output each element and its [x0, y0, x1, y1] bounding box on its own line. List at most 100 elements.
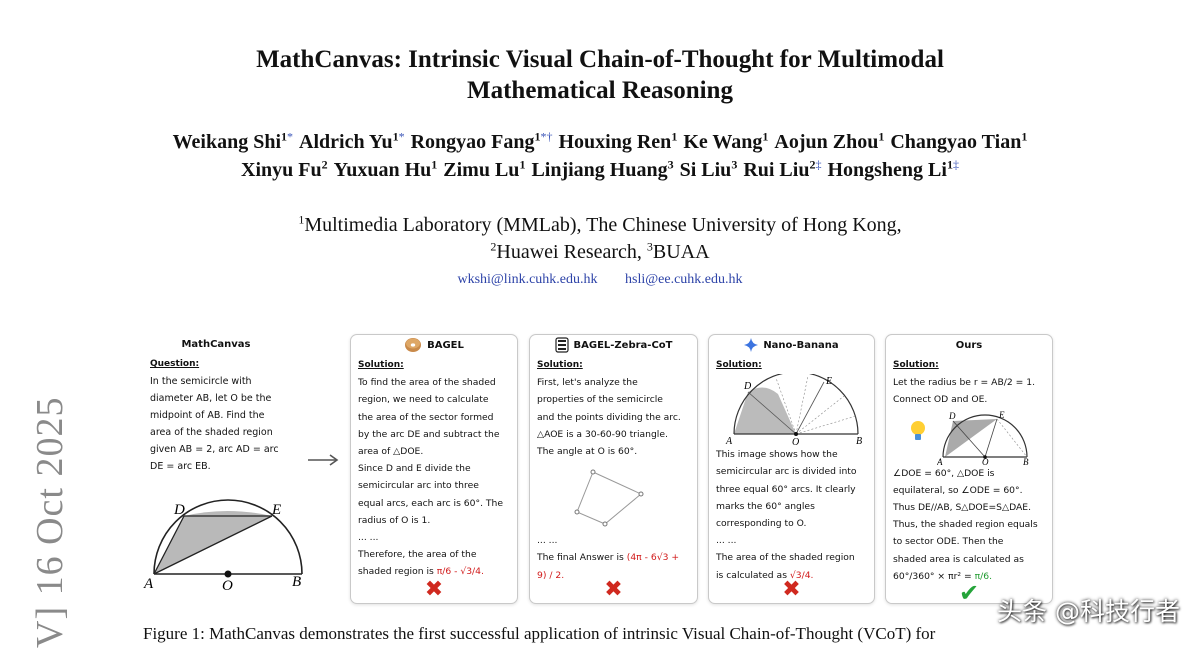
- affil-sup-2: 2: [490, 239, 497, 254]
- nano-label-e: E: [825, 376, 832, 387]
- question-line: DE = arc EB.: [150, 461, 211, 472]
- author-affil-sup: 1: [519, 157, 526, 172]
- solution-line: and the points dividing the arc.: [537, 411, 681, 423]
- nano-label-a: A: [725, 436, 733, 446]
- solution-line: ∠DOE = 60°, △DOE is: [893, 467, 995, 479]
- affil-sup-1: 1: [298, 212, 305, 227]
- wrong-answer-cont: 9) / 2.: [537, 569, 565, 581]
- shaded-region: [154, 511, 272, 574]
- solution-line: Thus DE//AB, S△DOE=S△DAE.: [893, 502, 1031, 514]
- ours-diagram-row: D E A O B: [893, 409, 1045, 465]
- ours-diagram: D E A O B: [937, 410, 1029, 465]
- solution-line: equilateral, so ∠ODE = 60°.: [893, 484, 1023, 496]
- solution-line: semicircular arc into three: [358, 480, 479, 492]
- nano-label-o: O: [792, 437, 799, 446]
- solution-line: ... ...: [537, 535, 558, 547]
- semicircle-arc: [153, 499, 303, 575]
- author-name: Ke Wang1: [683, 130, 768, 153]
- point-label-a: A: [143, 576, 154, 592]
- author-affil-sup: 1: [431, 157, 438, 172]
- author-name-text: Ke Wang: [683, 131, 763, 153]
- solution-final-line: shaded region is π/6 - √3/4.: [358, 563, 510, 580]
- question-line: midpoint of AB. Find the: [150, 410, 265, 421]
- author-name: Houxing Ren1: [559, 130, 678, 153]
- author-mark: *†: [540, 129, 553, 144]
- correct-answer: π/6.: [974, 570, 992, 582]
- solution-line: Therefore, the area of the: [358, 549, 477, 561]
- author-name: Hongsheng Li1‡: [827, 158, 958, 181]
- wrong-answer: √3/4.: [789, 569, 814, 581]
- author-name: Aojun Zhou1: [774, 129, 885, 153]
- nano-diagram: D E A O B: [725, 374, 862, 446]
- ours-label-d: D: [948, 411, 956, 421]
- author-name-text: Weikang Shi: [172, 131, 282, 153]
- question-line: In the semicircle with: [150, 376, 252, 387]
- point-label-b: B: [292, 574, 301, 590]
- right-arrow-icon: [308, 454, 339, 466]
- email-link[interactable]: hsli@ee.cuhk.edu.hk: [625, 272, 743, 287]
- sparkle-icon: [744, 338, 759, 352]
- solution-line: area of △DOE.: [358, 446, 424, 458]
- author-affil-sup: 1: [392, 129, 399, 144]
- ours-label-e: E: [998, 410, 1005, 420]
- question-line: given AB = 2, arc AD = arc: [150, 444, 279, 455]
- zebra-name: BAGEL-Zebra-CoT: [573, 340, 673, 351]
- nano-header: Nano-Banana: [716, 335, 867, 357]
- solution-final-line: is calculated as √3/4.: [716, 567, 867, 584]
- zebra-icon: [554, 337, 569, 353]
- solution-line: to sector ODE. Then the: [893, 536, 1004, 548]
- ours-header: Ours: [955, 340, 983, 351]
- final-prefix: is calculated as: [716, 569, 790, 581]
- solution-line: ... ...: [716, 535, 737, 547]
- author-affil-sup: 2: [321, 157, 328, 172]
- authors-line-1: Weikang Shi1*Aldrich Yu1*Rongyao Fang1*†…: [0, 128, 1200, 156]
- title-line-1: MathCanvas: Intrinsic Visual Chain-of-Th…: [256, 46, 944, 73]
- wrong-x-icon: ✖: [424, 577, 444, 602]
- author-list: Weikang Shi1*Aldrich Yu1*Rongyao Fang1*†…: [0, 128, 1200, 184]
- solution-line: ... ...: [358, 532, 379, 544]
- solution-line: properties of the semicircle: [537, 394, 663, 406]
- author-affil-sup: 1: [878, 129, 885, 144]
- bagel-card: BAGEL Solution: To find the area of the …: [350, 334, 518, 604]
- author-affil-sup: 2: [809, 157, 816, 172]
- author-affil-sup: 1: [1021, 129, 1028, 144]
- lightbulb-icon: [911, 420, 925, 440]
- solution-line: corresponding to O.: [716, 518, 807, 530]
- check-icon: ✔: [958, 579, 980, 607]
- author-name-text: Xinyu Fu: [241, 159, 322, 181]
- author-name-text: Changyao Tian: [890, 131, 1022, 153]
- solution-label: Solution:: [537, 360, 583, 370]
- email-link[interactable]: wkshi@link.cuhk.edu.hk: [457, 272, 598, 287]
- solution-line: Thus, the shaded region equals: [893, 519, 1038, 531]
- solution-line: semicircular arc is divided into: [716, 466, 857, 478]
- author-name-text: Yuxuan Hu: [333, 159, 432, 181]
- author-name-text: Aldrich Yu: [299, 131, 393, 153]
- ours-card: Ours Solution: Let the radius be r = AB/…: [885, 334, 1053, 607]
- affil-2: Huawei Research,: [496, 241, 647, 263]
- solution-line: △AOE is a 30-60-90 triangle.: [537, 428, 668, 440]
- affil-1: Multimedia Laboratory (MMLab), The Chine…: [304, 214, 902, 236]
- nano-banana-card: Nano-Banana Solution: D E A O B This ima…: [708, 334, 875, 604]
- point-label-d: D: [173, 502, 185, 518]
- wrong-answer: π/6 - √3/4.: [436, 566, 484, 578]
- wrong-x-icon: ✖: [604, 577, 623, 602]
- author-name: Changyao Tian1: [890, 129, 1028, 153]
- solution-line: First, let's analyze the: [537, 377, 638, 389]
- final-prefix: The final Answer is: [537, 552, 627, 564]
- final-prefix: 60°/360° × πr² =: [893, 570, 975, 582]
- wrong-answer: (4π - 6√3 +: [626, 552, 680, 564]
- bagel-icon: [405, 338, 422, 352]
- question-label: Question:: [150, 359, 200, 369]
- chord-ae: [153, 515, 273, 575]
- bagel-header: BAGEL: [358, 335, 510, 357]
- solution-label: Solution:: [893, 360, 939, 370]
- zebra-sketch: [574, 469, 644, 527]
- author-name: Weikang Shi1*: [172, 130, 293, 153]
- solution-line: radius of O is 1.: [358, 514, 431, 526]
- solution-line: equal arcs, each arc is 60°. The: [358, 497, 504, 509]
- author-name: Yuxuan Hu1: [333, 157, 438, 181]
- nano-label-b: B: [856, 436, 862, 446]
- solution-line: region, we need to calculate: [358, 394, 489, 406]
- author-name: Xinyu Fu2: [241, 157, 328, 181]
- solution-line: Since D and E divide the: [358, 463, 471, 475]
